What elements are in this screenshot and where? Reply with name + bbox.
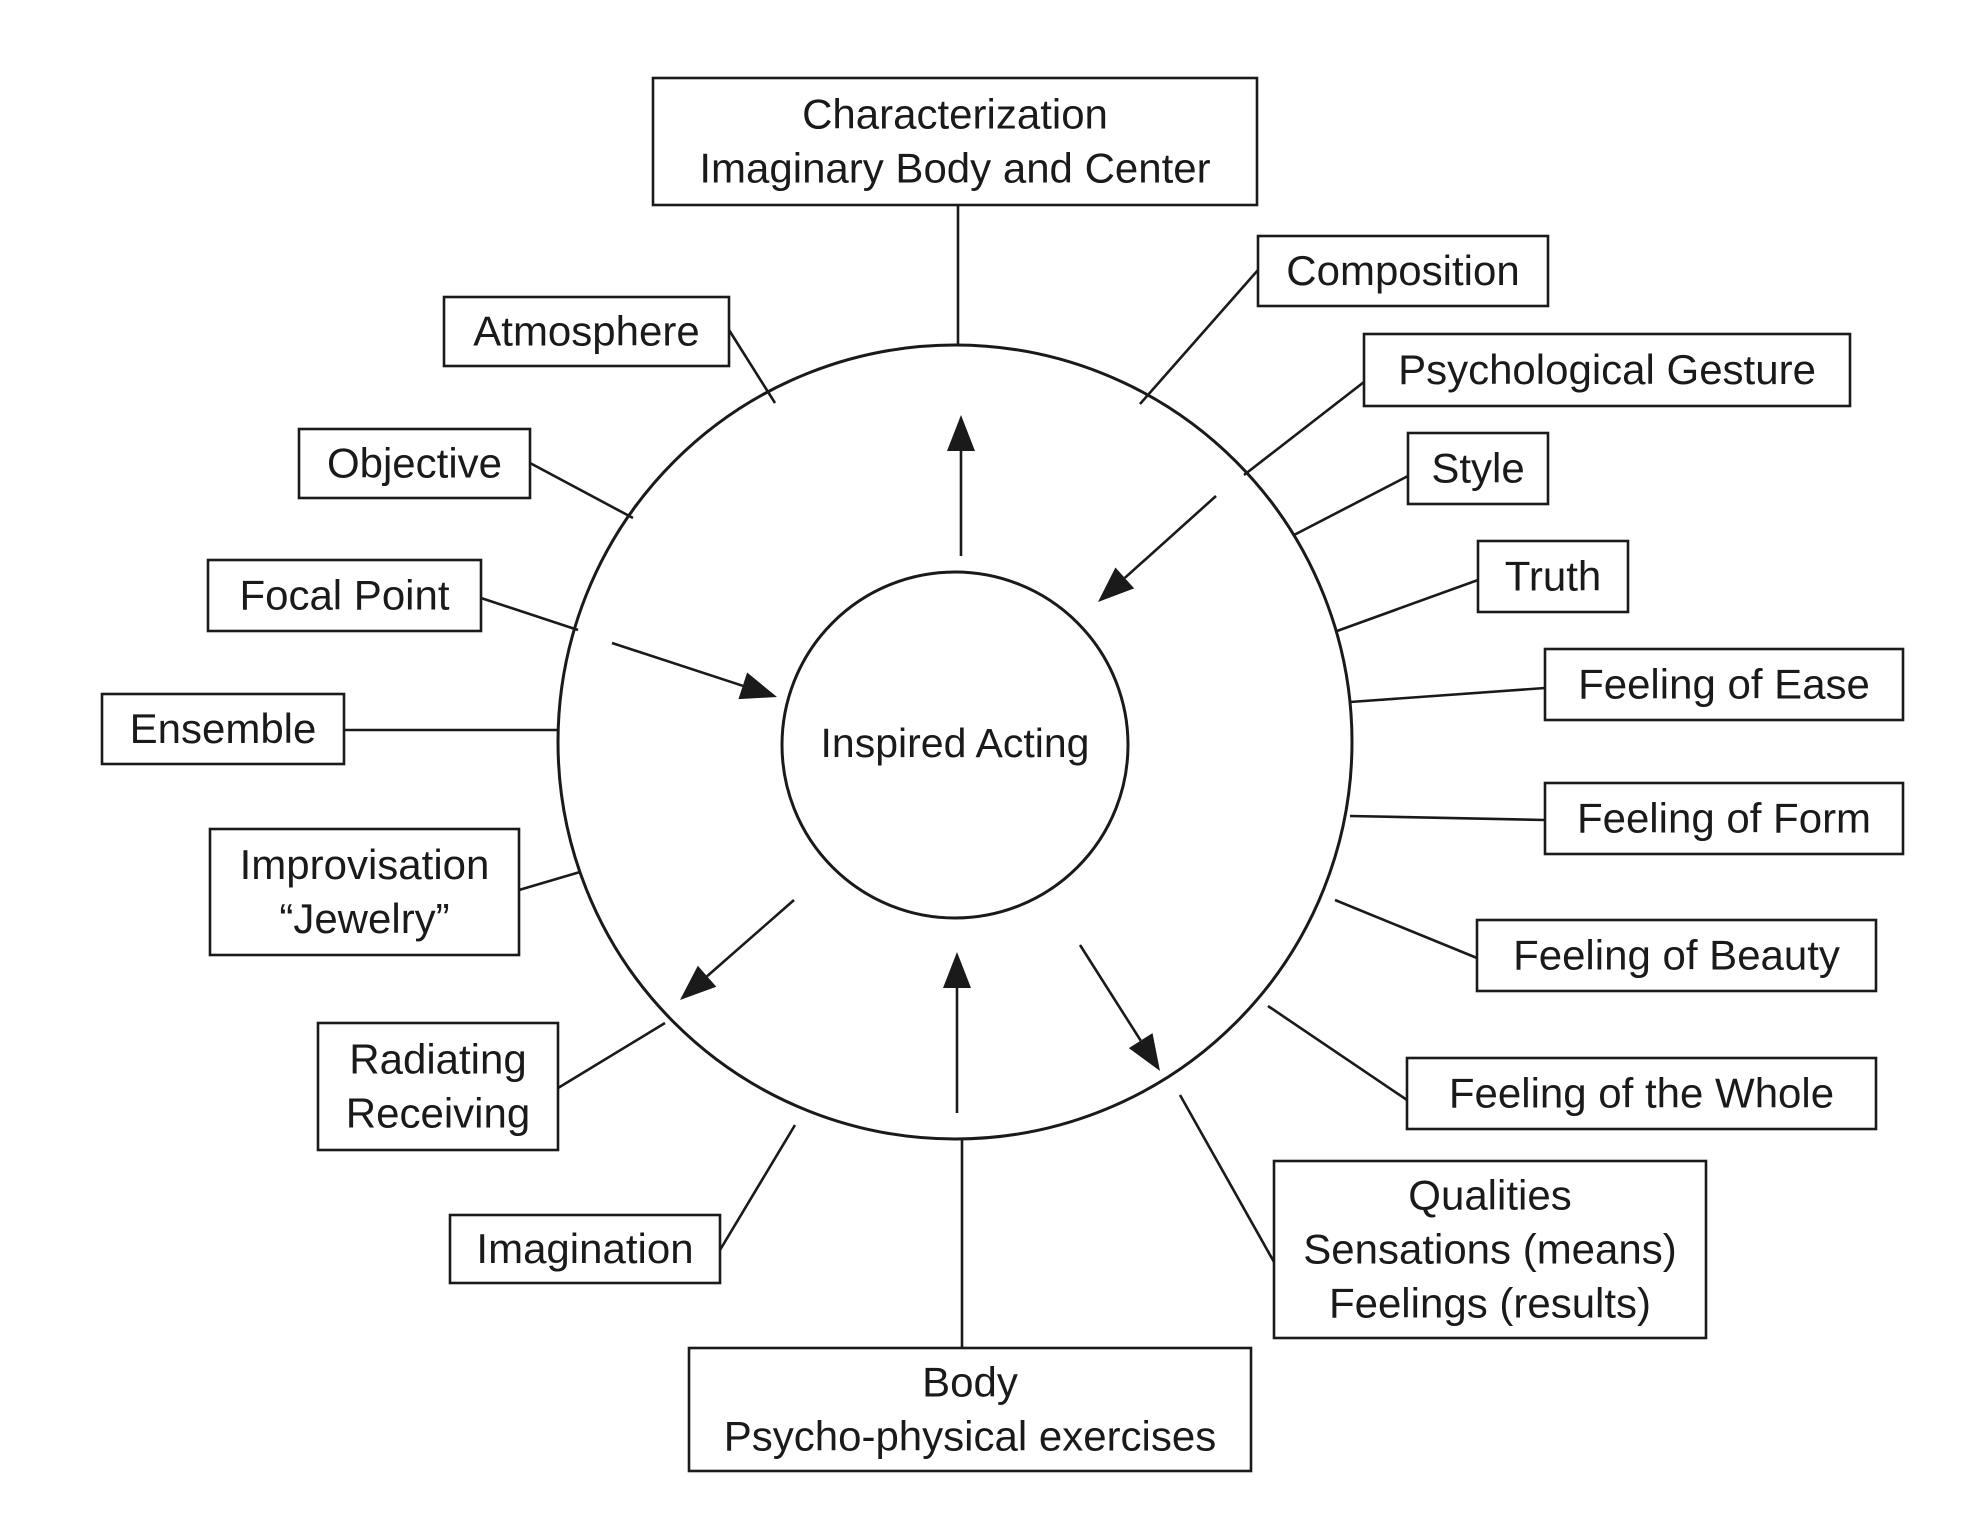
node-label: Qualities — [1408, 1172, 1571, 1219]
arrow-up-top — [947, 415, 975, 556]
node-feeling-of-beauty: Feeling of Beauty — [1475, 918, 1878, 993]
node-label: Characterization — [802, 91, 1108, 138]
connector-lines — [344, 205, 1546, 1348]
arrow-head — [680, 965, 717, 1000]
node-label: Feeling of Form — [1577, 795, 1871, 842]
node-label: Style — [1431, 445, 1524, 492]
node-focal-point: Focal Point — [206, 558, 483, 633]
arrow-left — [611, 641, 777, 700]
node-label: Feelings (results) — [1329, 1280, 1651, 1327]
arrow-head — [1128, 1033, 1160, 1071]
node-box — [100, 692, 346, 766]
arrow-lower-right — [1078, 944, 1160, 1071]
arrow-upper-right — [1098, 495, 1217, 602]
connector-feeling-of-the-whole — [1267, 1004, 1408, 1102]
inner-circle — [780, 570, 1130, 920]
node-label: Imagination — [476, 1225, 693, 1272]
node-label: Focal Point — [239, 572, 449, 619]
arrow-shaft — [1123, 495, 1217, 579]
node-objective: Objective — [297, 427, 532, 500]
outer-ring — [556, 343, 1354, 1141]
arrow-head — [738, 672, 777, 700]
node-box — [1406, 431, 1550, 506]
arrow-head — [947, 415, 975, 451]
node-feeling-of-ease: Feeling of Ease — [1543, 647, 1905, 722]
node-truth: Truth — [1476, 539, 1630, 614]
node-label: Radiating — [349, 1036, 526, 1083]
node-label: Atmosphere — [473, 308, 699, 355]
node-label: Ensemble — [130, 705, 317, 752]
node-box — [1362, 332, 1852, 408]
node-box — [1475, 918, 1878, 993]
node-label: Improvisation — [240, 841, 490, 888]
connector-objective — [529, 461, 634, 520]
connector-focal-point — [480, 596, 579, 632]
arrow-up-bottom — [943, 952, 971, 1113]
node-label: Objective — [327, 440, 502, 487]
connector-style — [1293, 474, 1409, 537]
connector-feeling-of-beauty — [1334, 898, 1478, 960]
node-box — [1543, 781, 1905, 856]
connector-improvisation — [518, 870, 581, 892]
node-ensemble: Ensemble — [100, 692, 346, 766]
node-label: “Jewelry” — [279, 895, 449, 942]
connector-composition — [1139, 269, 1259, 405]
arrow-shaft — [706, 899, 795, 978]
node-box — [208, 827, 521, 957]
node-psychological-gesture: Psychological Gesture — [1362, 332, 1852, 408]
connector-truth — [1336, 578, 1479, 633]
node-box — [1405, 1056, 1878, 1131]
node-feeling-of-form: Feeling of Form — [1543, 781, 1905, 856]
connector-psychological-gesture — [1243, 380, 1365, 477]
node-box — [1476, 539, 1630, 614]
arrow-shaft — [1078, 944, 1142, 1042]
node-box — [448, 1213, 722, 1285]
center-label: Inspired Acting — [821, 720, 1090, 766]
connector-feeling-of-ease — [1349, 686, 1546, 704]
node-feeling-of-the-whole: Feeling of the Whole — [1405, 1056, 1878, 1131]
arrow-head — [1098, 567, 1135, 602]
node-box — [651, 76, 1259, 207]
node-atmosphere: Atmosphere — [442, 295, 731, 368]
arrow-head — [943, 952, 971, 988]
node-imagination: Imagination — [448, 1213, 722, 1285]
node-label: Feeling of the Whole — [1449, 1070, 1834, 1117]
node-box — [1256, 234, 1550, 308]
node-label: Sensations (means) — [1303, 1226, 1677, 1273]
node-label: Psycho-physical exercises — [724, 1413, 1217, 1460]
node-box — [297, 427, 532, 500]
node-improvisation: Improvisation “Jewelry” — [208, 827, 521, 957]
node-label: Truth — [1505, 553, 1601, 600]
node-box — [1543, 647, 1905, 722]
node-label: Psychological Gesture — [1398, 346, 1816, 393]
connector-feeling-of-form — [1349, 814, 1546, 822]
node-label: Imaginary Body and Center — [699, 145, 1210, 192]
node-label: Feeling of Ease — [1578, 661, 1870, 708]
node-style: Style — [1406, 431, 1550, 506]
node-label: Receiving — [346, 1090, 530, 1137]
node-composition: Composition — [1256, 234, 1550, 308]
arrow-shaft — [611, 641, 744, 688]
node-box — [316, 1021, 560, 1152]
connector-imagination — [718, 1124, 797, 1251]
connector-qualities — [1178, 1094, 1276, 1263]
node-label: Feeling of Beauty — [1513, 932, 1840, 979]
node-box — [1272, 1159, 1708, 1340]
arrow-lower-left — [680, 899, 795, 1000]
node-label: Body — [922, 1359, 1018, 1406]
flow-arrows — [611, 415, 1217, 1113]
node-box — [206, 558, 483, 633]
node-box — [687, 1346, 1253, 1473]
node-label: Composition — [1286, 247, 1519, 294]
connector-radiating — [557, 1021, 666, 1090]
node-box — [442, 295, 731, 368]
